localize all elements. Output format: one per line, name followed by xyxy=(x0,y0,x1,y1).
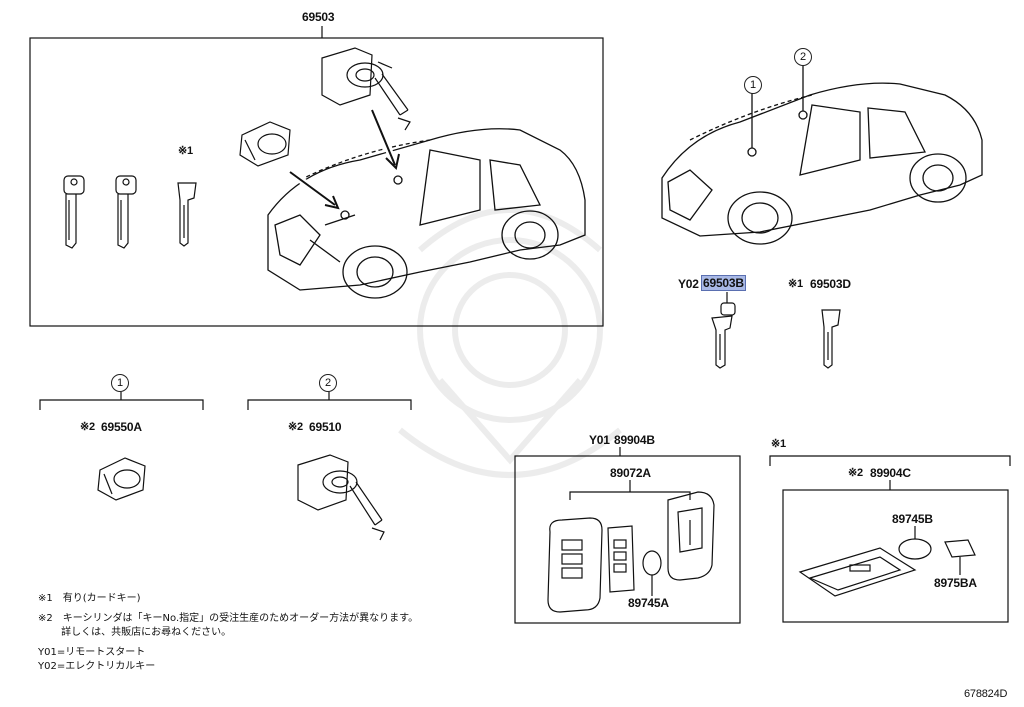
key-fob-back-drawing xyxy=(667,491,715,581)
smart-key-fob-drawing xyxy=(547,517,603,613)
note-mark-1: ※1 xyxy=(178,145,193,157)
group2-circle: 2 xyxy=(319,374,337,392)
card-key-header-mark: ※1 xyxy=(771,438,786,450)
part-label-69550A[interactable]: 69550A xyxy=(101,420,142,434)
y02-prefix: Y02 xyxy=(678,277,699,291)
part-label-69503D[interactable]: 69503D xyxy=(810,277,851,291)
remote-prefix: Y01 xyxy=(589,433,610,447)
part-label-89904C[interactable]: 89904C xyxy=(870,466,911,480)
callout-circle-2: 2 xyxy=(794,48,812,66)
insulation-film-drawing xyxy=(944,539,976,575)
lock-cylinder-drawing xyxy=(321,47,411,131)
car-drawing-right xyxy=(661,65,983,245)
group1-prefix: ※2 xyxy=(80,421,95,433)
part-label-69503B[interactable]: 69503B xyxy=(701,275,746,291)
part-label-89745A[interactable]: 89745A xyxy=(628,596,669,610)
part-label-8975BA[interactable]: 8975BA xyxy=(934,576,977,590)
card-prefix: ※1 xyxy=(788,278,803,290)
note-line-5: Y02=エレクトリカルキー xyxy=(38,661,156,672)
group1-circle: 1 xyxy=(111,374,129,392)
diagram-id: 678824D xyxy=(964,688,1008,700)
note-line-1: ※1 有り(カードキー) xyxy=(38,593,141,604)
note-line-3: 詳しくは、共販店にお尋ねください。 xyxy=(38,627,232,638)
ignition-lock-assembly-drawing xyxy=(297,454,385,541)
note-line-2: ※2 キーシリンダは「キーNo.指定」の受注生産のためオーダー方法が異なります。 xyxy=(38,613,419,624)
card-key-emergency-drawing xyxy=(821,309,841,369)
card-key-drawing xyxy=(798,547,917,597)
key-drawing-1 xyxy=(63,175,85,249)
part-label-69503[interactable]: 69503 xyxy=(302,10,335,24)
key-drawing-2 xyxy=(115,175,137,249)
group2-prefix: ※2 xyxy=(288,421,303,433)
door-cylinder-drawing xyxy=(97,457,146,501)
car-drawing-left xyxy=(267,128,586,299)
card-emergency-key-drawing xyxy=(177,182,197,247)
part-label-89745B[interactable]: 89745B xyxy=(892,512,933,526)
battery-drawing-a xyxy=(642,550,662,596)
key-case-drawing xyxy=(607,525,635,593)
electrical-key-drawing xyxy=(711,292,736,369)
part-label-89904B[interactable]: 89904B xyxy=(614,433,655,447)
ignition-cylinder-drawing xyxy=(239,121,291,167)
part-label-69510[interactable]: 69510 xyxy=(309,420,342,434)
part-label-89072A[interactable]: 89072A xyxy=(610,466,651,480)
battery-drawing-b xyxy=(898,526,932,560)
card-key-prefix: ※2 xyxy=(848,467,863,479)
callout-circle-1: 1 xyxy=(744,76,762,94)
note-line-4: Y01=リモートスタート xyxy=(38,647,146,658)
